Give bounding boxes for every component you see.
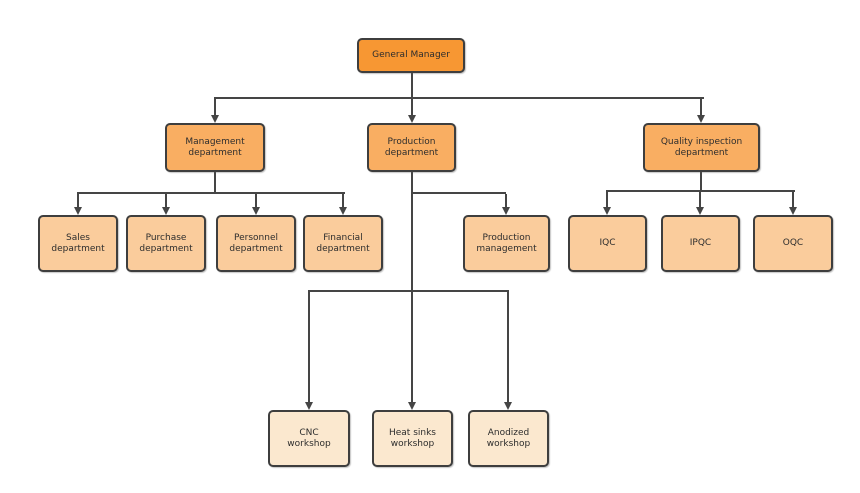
org-node-label: Personnel department bbox=[229, 232, 283, 254]
org-node-general-manager: General Manager bbox=[357, 38, 465, 73]
org-node-oqc: OQC bbox=[753, 215, 833, 272]
org-node-production-management: Production management bbox=[463, 215, 550, 272]
org-node-management-department: Management department bbox=[165, 123, 265, 172]
org-node-quality-inspection-department: Quality inspection department bbox=[643, 123, 760, 172]
org-node-label: General Manager bbox=[372, 50, 450, 60]
org-node-label: Heat sinks workshop bbox=[388, 427, 436, 449]
connector-line bbox=[214, 99, 216, 115]
org-node-purchase-department: Purchase department bbox=[126, 215, 206, 272]
org-node-sales-department: Sales department bbox=[38, 215, 118, 272]
arrow-down-icon bbox=[162, 207, 170, 215]
org-node-label: Anodized workshop bbox=[486, 427, 531, 449]
connector-line bbox=[411, 192, 506, 194]
org-node-label: Financial department bbox=[316, 232, 370, 254]
connector-line bbox=[411, 73, 413, 97]
org-node-label: Management department bbox=[185, 136, 245, 158]
connector-line bbox=[342, 194, 344, 207]
arrow-down-icon bbox=[211, 115, 219, 123]
arrow-down-icon bbox=[789, 207, 797, 215]
org-node-label: CNC workshop bbox=[287, 427, 331, 449]
org-node-label: OQC bbox=[782, 238, 804, 248]
arrow-down-icon bbox=[502, 207, 510, 215]
org-node-label: Quality inspection department bbox=[660, 136, 743, 158]
org-node-label: Sales department bbox=[51, 232, 105, 254]
org-node-label: Purchase department bbox=[139, 232, 193, 254]
org-node-personnel-department: Personnel department bbox=[216, 215, 296, 272]
connector-line bbox=[606, 190, 795, 192]
arrow-down-icon bbox=[339, 207, 347, 215]
org-node-ipqc: IPQC bbox=[661, 215, 740, 272]
connector-line bbox=[77, 192, 345, 194]
arrow-down-icon bbox=[697, 115, 705, 123]
connector-line bbox=[792, 192, 794, 207]
org-node-financial-department: Financial department bbox=[303, 215, 383, 272]
org-node-label: Production management bbox=[476, 232, 537, 254]
arrow-down-icon bbox=[603, 207, 611, 215]
connector-line bbox=[214, 172, 216, 192]
connector-line bbox=[700, 172, 702, 190]
connector-line bbox=[507, 292, 509, 402]
org-node-heat-sinks-workshop: Heat sinks workshop bbox=[372, 410, 453, 467]
arrow-down-icon bbox=[74, 207, 82, 215]
connector-line bbox=[77, 194, 79, 207]
connector-line bbox=[255, 194, 257, 207]
connector-line bbox=[699, 192, 701, 207]
connector-line bbox=[411, 172, 413, 402]
org-node-iqc: IQC bbox=[568, 215, 647, 272]
org-node-anodized-workshop: Anodized workshop bbox=[468, 410, 549, 467]
connector-line bbox=[700, 99, 702, 115]
arrow-down-icon bbox=[696, 207, 704, 215]
arrow-down-icon bbox=[408, 115, 416, 123]
connector-line bbox=[308, 290, 509, 292]
arrow-down-icon bbox=[305, 402, 313, 410]
org-node-label: IQC bbox=[599, 238, 616, 248]
connector-line bbox=[214, 97, 704, 99]
connector-line bbox=[411, 99, 413, 115]
arrow-down-icon bbox=[504, 402, 512, 410]
org-node-label: Production department bbox=[384, 136, 439, 158]
connector-line bbox=[606, 192, 608, 207]
arrow-down-icon bbox=[408, 402, 416, 410]
connector-line bbox=[165, 194, 167, 207]
org-node-production-department: Production department bbox=[367, 123, 456, 172]
connector-line bbox=[308, 292, 310, 402]
connector-line bbox=[505, 194, 507, 207]
arrow-down-icon bbox=[252, 207, 260, 215]
org-node-label: IPQC bbox=[689, 238, 712, 248]
org-node-cnc-workshop: CNC workshop bbox=[268, 410, 350, 467]
